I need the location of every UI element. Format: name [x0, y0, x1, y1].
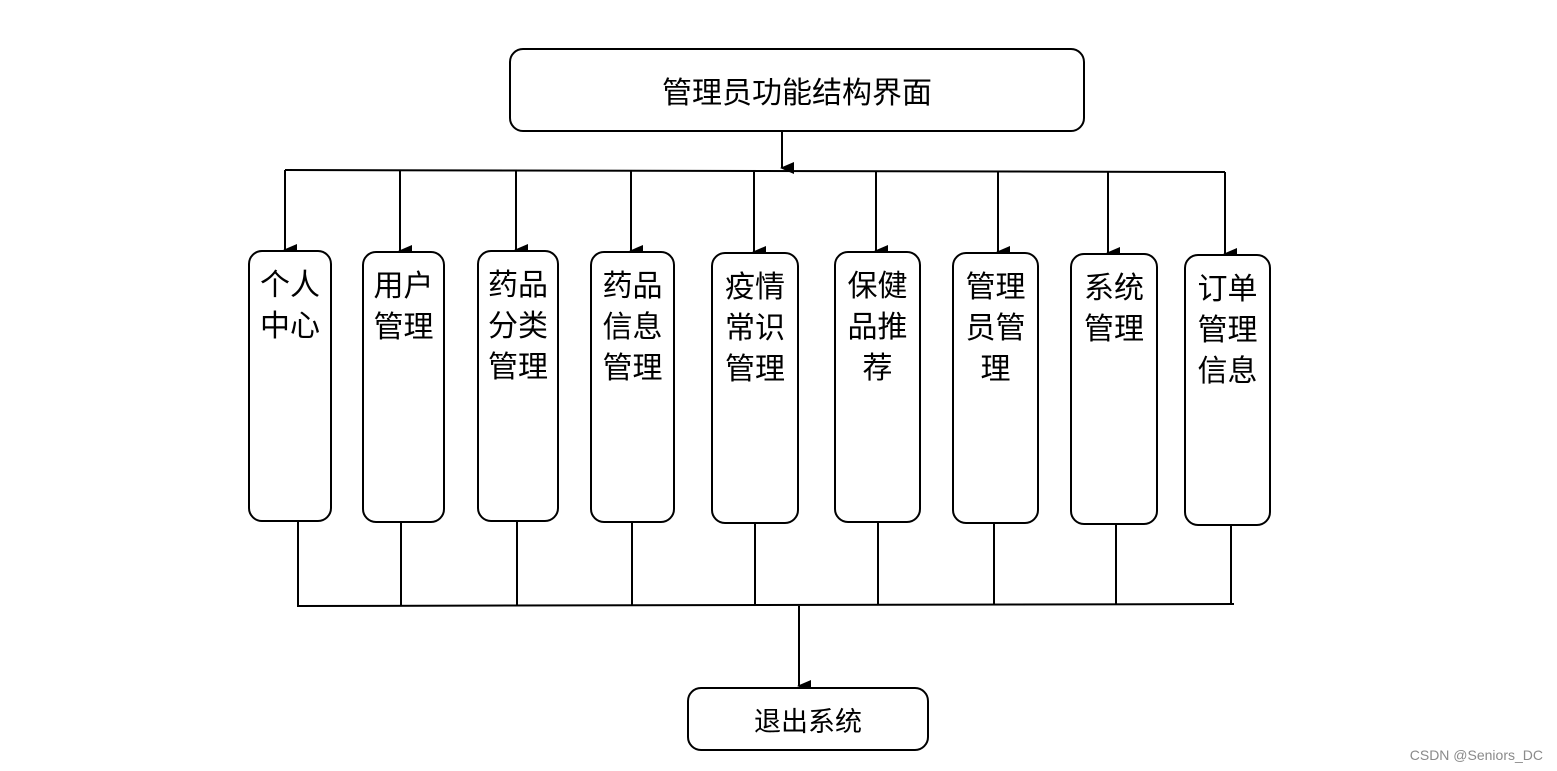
- module-label: 个人中心: [260, 268, 320, 344]
- module-label: 药品信息管理: [602, 269, 663, 386]
- module-label: 用户管理: [373, 269, 434, 345]
- module-box-system-management: 系统管理: [1070, 253, 1158, 525]
- module-box-order-info: 订单管理信息: [1184, 254, 1271, 526]
- bottom-bus-line: [296, 603, 1235, 607]
- module-label: 药品分类管理: [488, 268, 548, 385]
- module-box-personal-center: 个人中心: [248, 250, 332, 522]
- module-label: 保健品推荐: [847, 269, 908, 386]
- module-box-health-products: 保健品推荐: [834, 251, 921, 523]
- title-label: 管理员功能结构界面: [662, 76, 932, 111]
- title-box: 管理员功能结构界面: [509, 48, 1085, 132]
- module-box-epidemic-knowledge: 疫情常识管理: [711, 252, 799, 524]
- module-label: 疫情常识管理: [725, 270, 785, 387]
- module-label: 订单管理信息: [1197, 272, 1258, 389]
- module-box-drug-category: 药品分类管理: [477, 250, 559, 522]
- module-box-drug-info: 药品信息管理: [590, 251, 675, 523]
- module-label: 管理员管理: [965, 270, 1026, 387]
- exit-label: 退出系统: [754, 706, 862, 738]
- module-box-admin-management: 管理员管理: [952, 252, 1039, 524]
- module-box-user-management: 用户管理: [362, 251, 445, 523]
- module-label: 系统管理: [1084, 271, 1144, 347]
- exit-box: 退出系统: [687, 687, 929, 751]
- watermark: CSDN @Seniors_DC: [1409, 747, 1543, 763]
